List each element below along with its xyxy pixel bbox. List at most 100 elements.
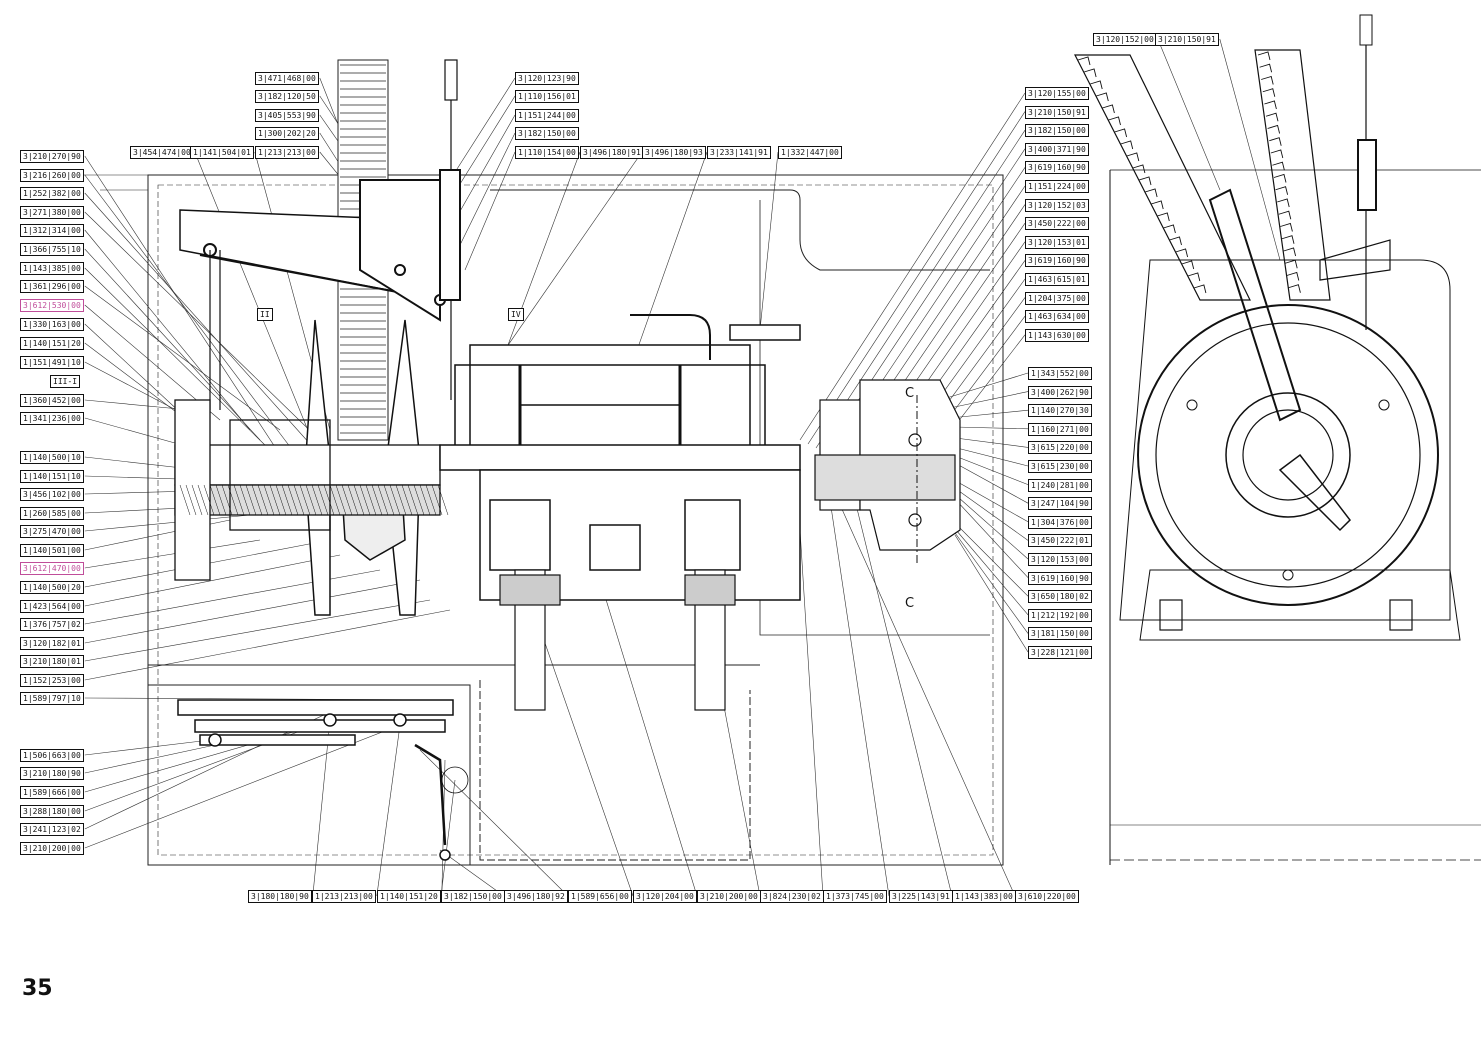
part-label-left-column-25: 3|120|182|01 [20, 637, 84, 650]
part-label-right-lower-column-10: 3|120|153|00 [1028, 553, 1092, 566]
part-label-right-lower-column-4: 3|615|220|00 [1028, 441, 1092, 455]
part-label-top-left-column-2: 3|405|553|90 [255, 109, 319, 122]
main-shaft [174, 399, 449, 581]
leader-line [939, 372, 1029, 401]
section-label-c-bottom: C [905, 596, 915, 611]
part-label-bottom-row-6: 3|120|204|00 [633, 890, 697, 903]
leader-line [954, 498, 1029, 578]
part-label-top-center-row-2: 3|233|141|91 [707, 146, 771, 159]
part-label-right-lower-column-0: 1|343|552|00 [1028, 367, 1092, 380]
lower-bracket [177, 699, 469, 861]
part-label-left-column-18: 1|260|585|00 [20, 507, 84, 520]
part-label-bottom-row-7: 3|210|200|00 [697, 890, 761, 903]
lever-linkage [179, 179, 446, 410]
part-label-bottom-row-4: 3|496|180|92 [504, 890, 568, 903]
part-label-right-upper-column-13: 1|143|630|00 [1025, 328, 1089, 342]
leader-line [84, 192, 321, 456]
leader-line [454, 114, 516, 221]
part-label-right-upper-column-6: 3|120|152|03 [1025, 198, 1089, 212]
part-label-far-right-top-1: 3|210|150|91 [1155, 33, 1219, 46]
leader-line [419, 749, 569, 897]
section-label-c-top: C [905, 386, 915, 401]
part-label-top-center-column-0: 3|120|123|90 [515, 72, 579, 85]
part-label-left-column-26: 3|210|180|01 [20, 655, 84, 668]
part-label-right-upper-column-7: 3|450|222|00 [1025, 217, 1089, 231]
part-label-top-center-column-3: 3|182|150|00 [515, 127, 579, 140]
part-label-right-lower-column-9: 3|450|222|01 [1028, 534, 1092, 548]
leader-line [84, 579, 421, 644]
part-label-left-column-29: 1|506|663|00 [20, 749, 84, 762]
leader-line [376, 724, 401, 897]
leader-line [944, 516, 1029, 615]
part-label-left-column-8: 3|612|530|00 [20, 299, 84, 312]
part-label-left-column-24: 1|376|757|02 [20, 618, 84, 631]
part-label-right-upper-column-8: 3|120|153|01 [1025, 235, 1089, 249]
part-label-right-lower-column-11: 3|619|160|90 [1028, 571, 1092, 585]
leader-line [944, 391, 1029, 410]
part-label-left-column-5: 1|366|755|10 [20, 243, 84, 256]
motor-feet [499, 569, 736, 711]
leader-line [84, 744, 216, 774]
part-label-left-column-34: 3|210|200|00 [20, 842, 84, 855]
part-label-top-left-column-0: 3|471|468|00 [255, 72, 319, 85]
part-label-right-lower-column-2: 1|140|270|30 [1028, 404, 1092, 418]
part-label-right-lower-column-15: 3|228|121|00 [1028, 646, 1092, 659]
leader-line [1219, 38, 1281, 261]
part-label-right-lower-column-13: 1|212|192|00 [1028, 608, 1092, 622]
part-label-left-column-2: 1|252|382|00 [20, 187, 84, 200]
part-label-right-upper-column-9: 3|619|160|90 [1025, 254, 1089, 268]
part-label-top-left-column-3: 1|300|202|20 [255, 127, 319, 140]
leader-line [815, 130, 1026, 449]
leader-line [819, 459, 1016, 897]
part-label-left-column-33: 3|241|123|02 [20, 823, 84, 836]
part-label-right-upper-column-10: 1|463|615|01 [1025, 273, 1089, 286]
part-label-left-column-16: 1|140|151|10 [20, 470, 84, 483]
view-mark-iv: IV [508, 308, 524, 321]
part-label-right-upper-column-11: 1|204|375|00 [1025, 291, 1089, 305]
part-label-bottom-row-3: 3|182|150|00 [441, 890, 505, 903]
part-label-bottom-row-9: 1|373|745|00 [823, 890, 887, 903]
part-label-bottom-row-10: 3|225|143|91 [889, 890, 953, 903]
leader-line [464, 151, 516, 271]
part-label-left-column-28: 1|589|797|10 [20, 692, 84, 705]
leader-line [84, 554, 341, 607]
leader-line [529, 599, 634, 897]
part-label-left-column-1: 3|216|260|00 [20, 169, 84, 182]
part-label-left-column-13: 1|360|452|00 [20, 394, 84, 407]
leader-line [84, 211, 331, 451]
part-label-top-left-column-4: 1|213|213|00 [255, 146, 319, 159]
part-label-left-column-23: 1|423|564|00 [20, 600, 84, 613]
part-label-right-lower-column-1: 3|400|262|90 [1028, 385, 1092, 399]
leader-line [84, 539, 261, 569]
part-label-right-lower-column-5: 3|615|230|00 [1028, 460, 1092, 473]
leader-line [194, 151, 321, 461]
part-label-left-column-21: 3|612|470|00 [20, 562, 84, 575]
part-label-left-column-22: 1|140|500|20 [20, 581, 84, 594]
part-label-right-upper-column-0: 3|120|155|00 [1025, 87, 1089, 100]
part-label-left-column-14: 1|341|236|00 [20, 412, 84, 425]
part-label-left-column-10: 1|140|151|20 [20, 337, 84, 350]
leader-line [759, 151, 779, 331]
part-label-top-center-row-3: 1|332|447|00 [778, 146, 842, 159]
part-label-left-column-9: 1|330|163|00 [20, 318, 84, 331]
leader-line [954, 462, 1029, 504]
part-label-top-row-0: 3|454|474|00 [130, 146, 194, 159]
leader-line [439, 849, 505, 897]
part-label-left-column-3: 3|271|380|00 [20, 206, 84, 219]
part-label-right-upper-column-5: 1|151|224|00 [1025, 180, 1089, 193]
leader-line [599, 579, 698, 897]
part-label-left-column-6: 1|143|385|00 [20, 262, 84, 275]
leader-line [849, 479, 953, 897]
leader-line [84, 609, 451, 681]
leader-line [84, 514, 251, 532]
part-label-left-column-30: 3|210|180|90 [20, 767, 84, 780]
part-label-right-lower-column-14: 3|181|150|00 [1028, 627, 1092, 641]
leader-line [440, 779, 456, 897]
part-label-bottom-row-8: 3|824|230|02 [760, 890, 824, 903]
leader-line [312, 719, 331, 897]
part-label-left-column-0: 3|210|270|90 [20, 150, 84, 163]
part-label-left-column-27: 1|152|253|00 [20, 674, 84, 687]
leader-line [954, 426, 1029, 430]
part-label-left-column-7: 1|361|296|00 [20, 280, 84, 293]
leader-line [84, 399, 191, 411]
